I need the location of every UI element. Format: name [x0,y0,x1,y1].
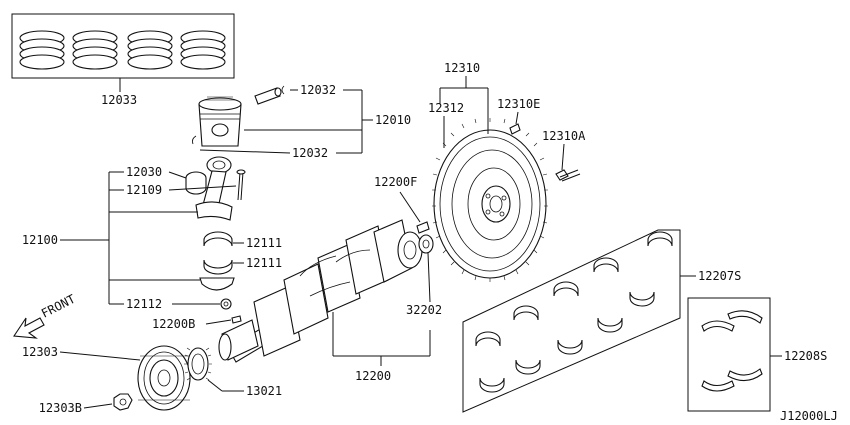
label-12010: 12010 [375,113,411,127]
pulley-bolt [113,393,133,411]
label-12200: 12200 [355,369,391,383]
label-12207S: 12207S [698,269,741,283]
crank-sprocket [184,347,212,381]
main-bearing-upper-1 [475,331,501,347]
flywheel-dowel [509,123,521,135]
label-32202: 32202 [406,303,442,317]
main-bearing-upper-5 [647,231,673,247]
label-12111-upper: 12111 [246,236,282,250]
main-bearing-lower-5 [629,291,655,307]
crank-snout [218,319,259,361]
ring-stack-2 [72,30,118,70]
label-12100: 12100 [22,233,58,247]
label-12030: 12030 [126,165,162,179]
label-12111-lower: 12111 [246,256,282,270]
front-arrow: FRONT [13,292,78,339]
piston-ring-set: 12033 [11,13,235,107]
conrod-bolt [236,169,246,201]
label-12310E: 12310E [497,97,540,111]
pin-clip-bottom [192,135,197,145]
label-12312: 12312 [428,101,464,115]
oil-seal [418,234,434,254]
label-12200F: 12200F [374,175,417,189]
crankshaft [218,219,423,363]
label-12303: 12303 [22,345,58,359]
conrod-nut [220,298,232,310]
thrust-washer-3 [701,380,735,392]
conrod-bushing [185,171,207,195]
pilot-bushing [416,221,430,234]
bearing-shell-lower [203,259,233,275]
crank-flange [397,231,423,269]
label-12200B: 12200B [152,317,195,331]
conrod-cap [199,277,235,291]
ring-stack-1 [19,30,65,70]
thrust-washer-4 [727,368,763,382]
label-12310: 12310 [444,61,480,75]
main-bearing-upper-2 [513,305,539,321]
crank-key [231,315,242,324]
label-12208S: 12208S [784,349,827,363]
piston-pin [254,87,282,105]
main-bearing-lower-1 [479,377,505,393]
thrust-washer-set [687,297,771,412]
label-13021: 13021 [246,384,282,398]
label-12109: 12109 [126,183,162,197]
main-bearing-lower-4 [597,317,623,333]
ring-stack-3 [127,30,173,70]
flywheel-bolt [555,169,581,182]
thrust-washer-1 [701,320,735,332]
main-bearing-lower-3 [557,339,583,355]
piston [198,96,242,147]
label-12032-top: 12032 [300,83,336,97]
label-12032-bottom: 12032 [292,146,328,160]
label-front: FRONT [39,292,78,321]
main-bearing-upper-4 [593,257,619,273]
main-bearing-set [462,229,681,413]
thrust-washer-2 [727,310,763,324]
label-12310A: 12310A [542,129,586,143]
label-12033: 12033 [101,93,137,107]
crank-pulley [137,345,191,411]
flywheel [432,118,548,282]
pin-clip-top [281,85,285,95]
connecting-rod [195,156,233,221]
label-12303B: 12303B [39,401,82,415]
main-bearing-upper-3 [553,281,579,297]
label-12112: 12112 [126,297,162,311]
diagram-code: J12000LJ [780,409,838,423]
ring-stack-4 [180,30,226,70]
main-bearing-lower-2 [515,359,541,375]
bearing-shell-upper [203,231,233,247]
